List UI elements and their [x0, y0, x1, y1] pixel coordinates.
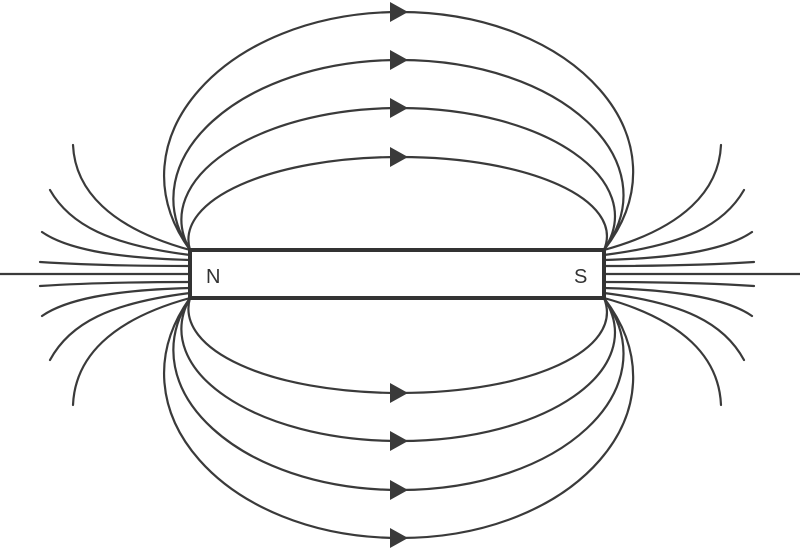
- north-pole-label: N: [206, 266, 220, 288]
- arrow-right-icon: [390, 431, 408, 451]
- arrow-right-icon: [390, 2, 408, 22]
- arrow-right-icon: [390, 528, 408, 548]
- lower-field-loops: [162, 296, 635, 540]
- lower-loop-4: [187, 296, 608, 395]
- right-open-line-7: [602, 291, 746, 362]
- right-open-line-6: [602, 286, 754, 318]
- left-open-line-4: [38, 260, 192, 268]
- right-open-line-1: [602, 143, 723, 252]
- magnet-body: [188, 248, 606, 300]
- right-open-line-8: [602, 296, 723, 407]
- lower-loop-1: [162, 296, 635, 540]
- left-open-field-lines: [0, 143, 192, 407]
- left-open-line-5: [38, 280, 192, 288]
- left-open-line-1: [71, 143, 192, 252]
- left-open-line-3: [40, 230, 192, 262]
- arrow-right-icon: [390, 147, 408, 167]
- upper-loop-4: [187, 155, 608, 252]
- right-open-line-3: [602, 230, 754, 262]
- upper-field-loops: [162, 10, 635, 252]
- left-open-line-8: [71, 296, 192, 407]
- upper-loop-3: [180, 106, 617, 252]
- arrow-right-icon: [390, 480, 408, 500]
- arrow-right-icon: [390, 50, 408, 70]
- direction-arrows: [390, 2, 408, 548]
- left-open-line-7: [48, 291, 192, 362]
- right-open-field-lines: [602, 143, 800, 407]
- left-open-line-6: [40, 286, 192, 318]
- bar-magnet: N S: [188, 248, 606, 300]
- south-pole-label: S: [574, 266, 587, 288]
- arrow-right-icon: [390, 98, 408, 118]
- right-open-line-5: [602, 280, 756, 288]
- right-open-line-2: [602, 188, 746, 257]
- left-open-line-2: [48, 188, 192, 257]
- arrow-right-icon: [390, 383, 408, 403]
- upper-loop-1: [162, 10, 635, 252]
- right-open-line-4: [602, 260, 756, 268]
